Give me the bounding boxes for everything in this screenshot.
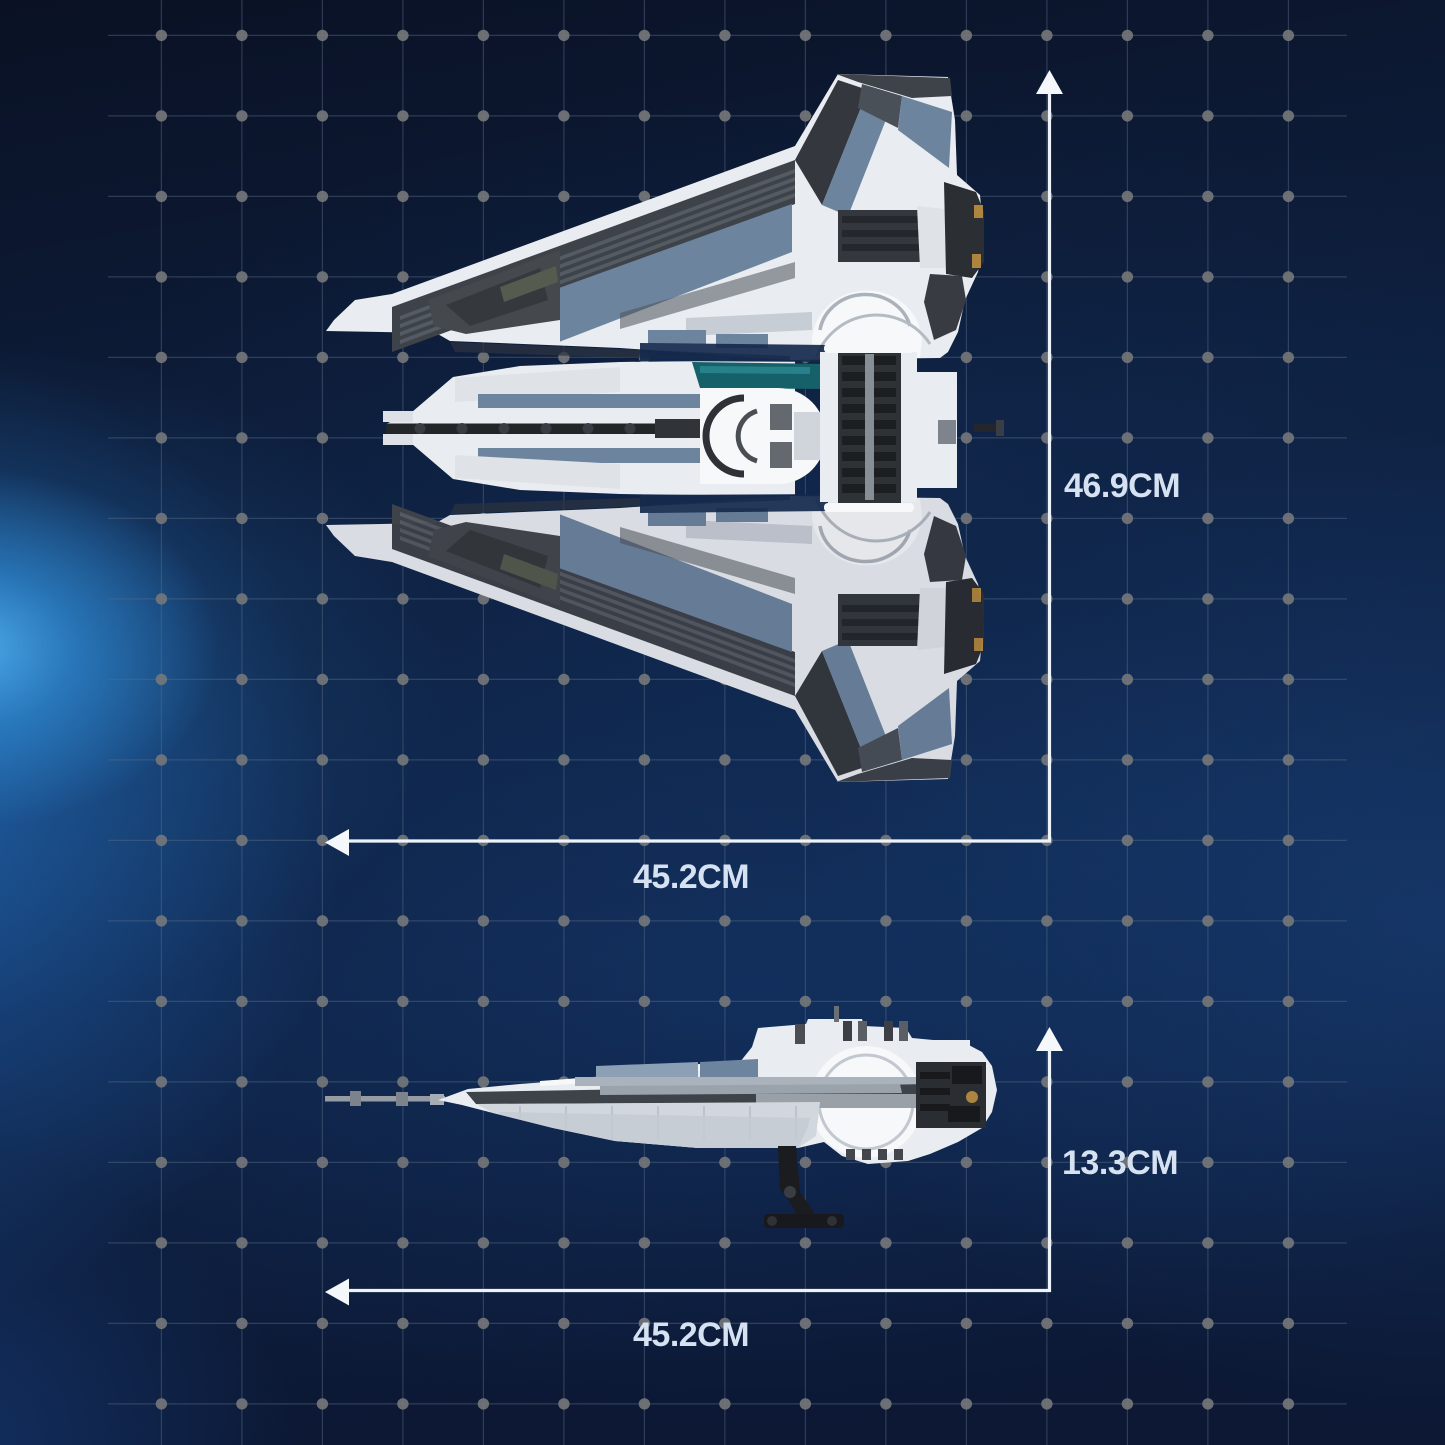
svg-text:13.3CM: 13.3CM — [1062, 1144, 1178, 1182]
svg-text:46.9CM: 46.9CM — [1064, 467, 1180, 505]
svg-text:45.2CM: 45.2CM — [633, 858, 749, 896]
svg-text:45.2CM: 45.2CM — [633, 1316, 749, 1354]
